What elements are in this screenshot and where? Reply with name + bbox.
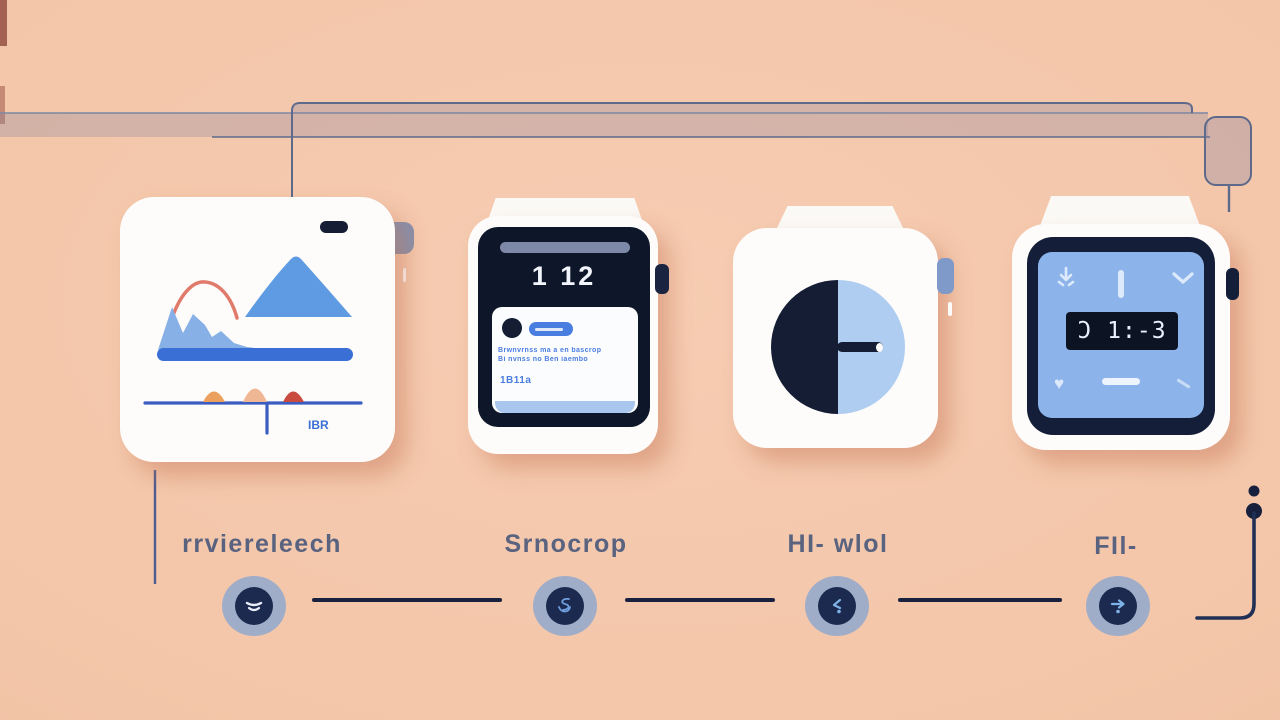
analytics-card: IBR: [120, 197, 395, 462]
speaker-bar: [500, 242, 630, 253]
tick-mark: [1176, 378, 1191, 389]
timeline-segment: [625, 598, 775, 602]
sender-chip: [529, 322, 573, 336]
watch-strap-top: [1040, 196, 1200, 226]
timeline-label: rrviereleech: [182, 530, 342, 558]
timeline-node-3[interactable]: [805, 576, 869, 636]
watch-side-button[interactable]: [1226, 268, 1239, 300]
timeline-label: FIl-: [1094, 532, 1138, 560]
timeline-node-2[interactable]: [533, 576, 597, 636]
camera-pill: [320, 221, 348, 233]
center-bar-icon: [1118, 270, 1124, 298]
half-dial: [771, 280, 905, 414]
notification-line: Brwnvrnss ma a en bascrop: [498, 347, 602, 354]
timeline-node-4[interactable]: [1086, 576, 1150, 636]
watch-side-highlight: [948, 302, 952, 316]
heart-icon: ♥: [1054, 374, 1065, 393]
forward-arrow-icon: [1110, 599, 1125, 614]
watch-digital-screen: Ɔ 1:-3 ♥: [1038, 252, 1204, 418]
edge-artifact: [0, 0, 7, 46]
timeline-segment: [312, 598, 502, 602]
avatar: [502, 318, 522, 338]
watch-strap-top: [776, 206, 904, 230]
back-arrow-icon: [832, 598, 842, 614]
big-mountain: [245, 256, 352, 317]
sender-chip-text-dash: [535, 328, 563, 331]
watch-time: 1 12: [531, 261, 597, 291]
notification-card[interactable]: Brwnvrnss ma a en bascrop Bi nvnss no Be…: [492, 307, 638, 413]
watch-side-button[interactable]: [655, 264, 669, 294]
notification-bottom-strip: [495, 401, 635, 413]
dial-hand-tip: [876, 343, 883, 352]
chevron-down-icon: [1172, 272, 1194, 285]
timeline-node-1[interactable]: [222, 576, 286, 636]
watch-strap-top: [488, 198, 642, 220]
timeline-label: Srnocrop: [504, 530, 628, 558]
watch-side-button[interactable]: [937, 258, 954, 294]
watch-screen: 1 12 Brwnvrnss ma a en bascrop Bi nvnss …: [478, 227, 650, 427]
arrow-down-icon: [1057, 266, 1075, 287]
bump-red: [283, 391, 304, 402]
trend-curve: [170, 280, 239, 320]
timeline-label: HI- wlol: [787, 530, 889, 558]
bump-peach: [243, 388, 267, 402]
wave-lines-icon: [245, 601, 263, 612]
dash-indicator: [1102, 378, 1140, 385]
small-mountains: [158, 307, 270, 350]
digital-time: Ɔ 1:-3: [1077, 318, 1167, 344]
dial-hand: [837, 342, 883, 352]
bump-orange: [203, 391, 225, 402]
chart-badge-text: IBR: [308, 418, 329, 432]
notification-line: Bi nvnss no Ben iaembo: [498, 356, 589, 363]
swirl-icon: [558, 597, 571, 613]
chart-base-bar: [157, 348, 353, 361]
notification-footer: 1B11a: [500, 375, 532, 386]
card-side-highlight: [403, 268, 406, 282]
mini-chart-illustration: IBR: [143, 221, 363, 435]
timeline-segment: [898, 598, 1062, 602]
edge-artifact: [0, 86, 5, 124]
